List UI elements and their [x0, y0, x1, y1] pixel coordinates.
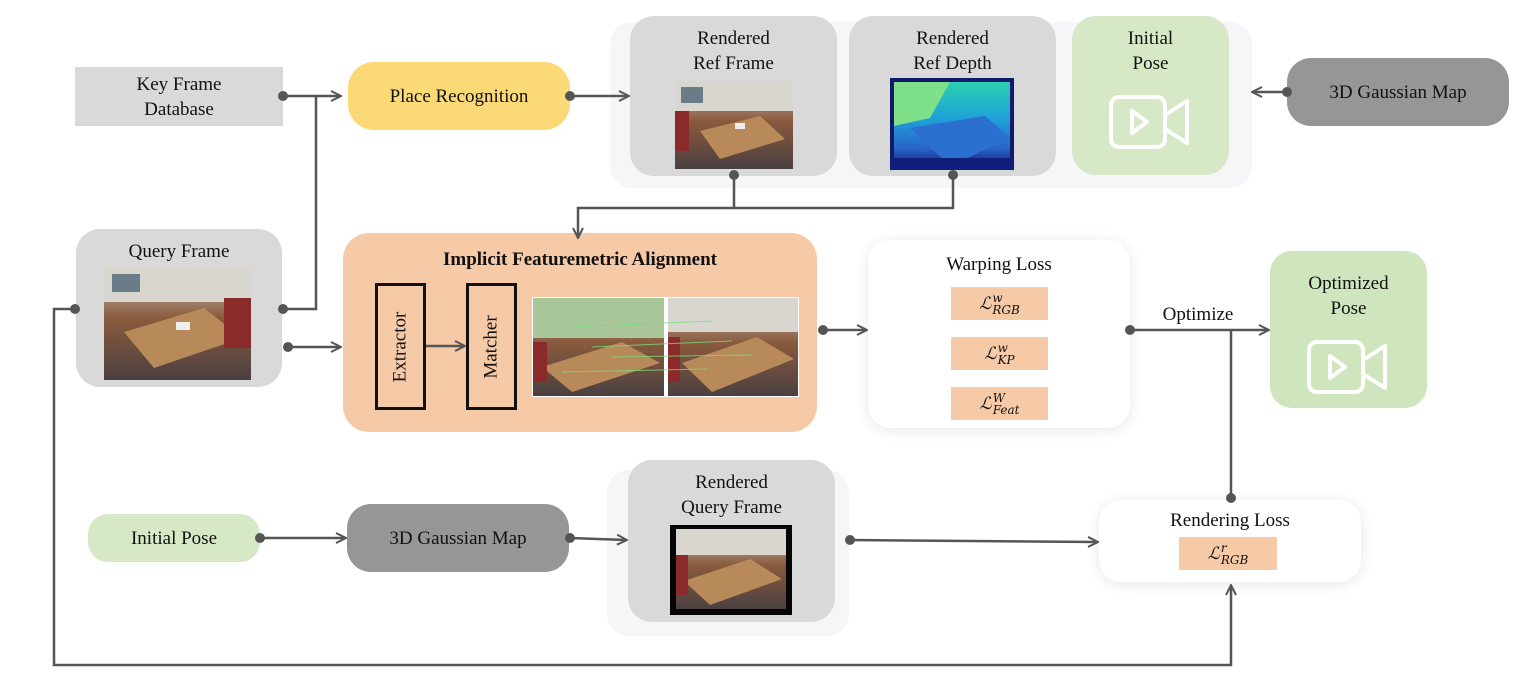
initial-pose-bottom-label: Initial Pose [130, 527, 218, 549]
video-camera-icon [1109, 95, 1189, 149]
video-camera-icon [1307, 340, 1387, 394]
ifa-title: Implicit Featuremetric Alignment [442, 249, 718, 270]
optimized-pose-label: Optimized Pose [1308, 273, 1389, 319]
rendered-ref-frame-image [675, 81, 793, 169]
rendered-ref-frame-label: Rendered Ref Frame [693, 28, 774, 74]
gaussian-map-bottom-node: 3D Gaussian Map [347, 504, 569, 572]
place-recognition-label: Place Recognition [389, 85, 529, 107]
extractor-block: Extractor [375, 283, 426, 410]
optimized-pose-node: Optimized Pose [1270, 251, 1427, 408]
initial-pose-bottom-node: Initial Pose [88, 514, 260, 562]
rendered-ref-depth-label: Rendered Ref Depth [913, 28, 992, 74]
query-frame-label: Query Frame [128, 241, 230, 262]
rendering-loss-label: Rendering Loss [1170, 510, 1290, 531]
query-frame-image [104, 268, 251, 380]
matcher-block: Matcher [466, 283, 517, 410]
rendered-query-frame-label: Rendered Query Frame [681, 472, 782, 518]
key-frame-database-label: Key Frame Database [136, 73, 222, 120]
initial-pose-top-label: Initial Pose [1127, 28, 1174, 74]
gaussian-map-top-label: 3D Gaussian Map [1329, 81, 1467, 103]
rendering-loss-node: Rendering Loss [1099, 500, 1361, 582]
optimize-label: Optimize [1162, 304, 1234, 325]
place-recognition-node: Place Recognition [348, 62, 570, 130]
warping-loss-label: Warping Loss [946, 254, 1052, 275]
gaussian-map-top-node: 3D Gaussian Map [1287, 58, 1509, 126]
rendered-ref-depth-image [890, 78, 1014, 170]
matching-images [532, 297, 799, 397]
gaussian-map-bottom-label: 3D Gaussian Map [389, 527, 527, 549]
rendered-query-frame-image [670, 525, 792, 615]
key-frame-database-node: Key Frame Database [75, 67, 283, 126]
